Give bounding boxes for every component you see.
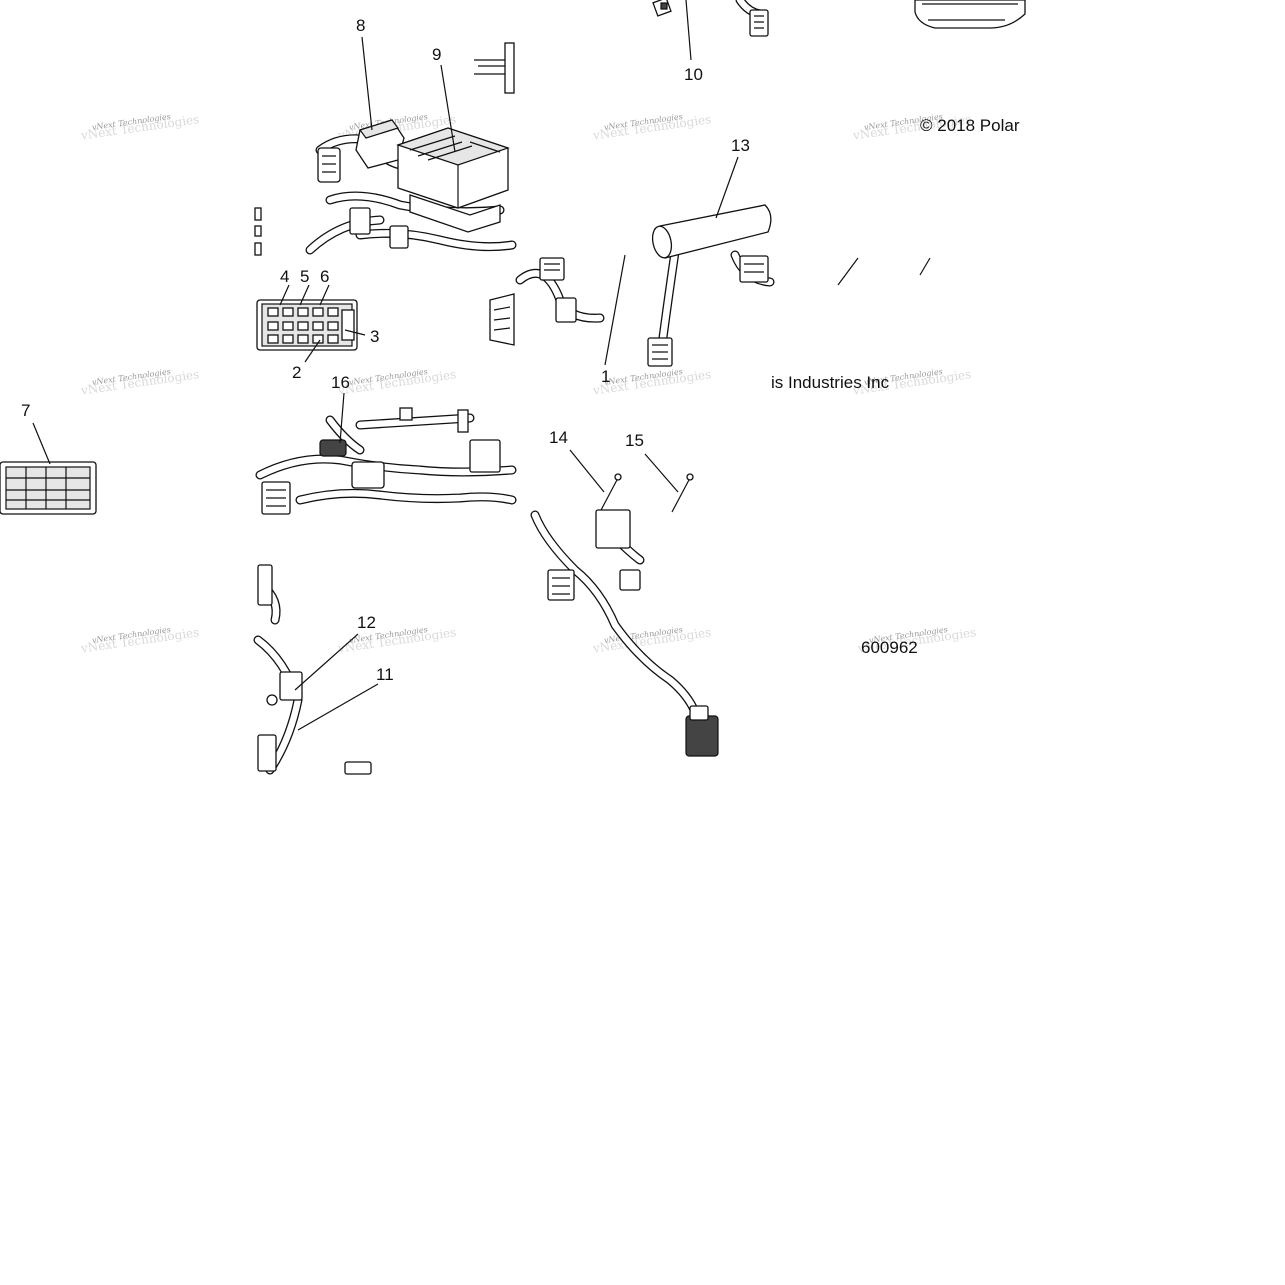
callout-10: 10	[684, 65, 703, 84]
callout-4: 4	[280, 267, 289, 286]
callout-9: 9	[432, 45, 441, 64]
connector-block-7	[0, 461, 97, 515]
callout-14: 14	[549, 428, 568, 447]
tail-light-housing	[914, 0, 1026, 29]
callout-16: 16	[331, 373, 350, 392]
figure-number: 600962	[861, 638, 918, 657]
callout-2: 2	[292, 363, 301, 382]
relay-box-assembly	[254, 42, 517, 256]
callout-12: 12	[357, 613, 376, 632]
fuse-box	[256, 299, 358, 351]
callout-6: 6	[320, 267, 329, 286]
callouts: 1 2 3 4 5 6 7 8 9 10 11 12 13 14 15 16	[21, 16, 750, 684]
callout-11: 11	[376, 665, 394, 684]
copyright-bottom: is Industries Inc	[771, 373, 890, 392]
callout-15: 15	[625, 431, 644, 450]
lower-harness	[530, 473, 719, 757]
callout-13: 13	[731, 136, 750, 155]
main-harness	[515, 204, 931, 367]
callout-1: 1	[601, 367, 610, 386]
callout-3: 3	[370, 327, 379, 346]
connector-cluster-top	[652, 0, 769, 37]
leader-lines	[32, 0, 739, 731]
harness-11-12	[253, 564, 372, 775]
copyright-top: © 2018 Polar	[920, 116, 1020, 135]
callout-5: 5	[300, 267, 309, 286]
callout-8: 8	[356, 16, 365, 35]
connector-side	[489, 293, 515, 346]
callout-7: 7	[21, 401, 30, 420]
harness-16	[255, 407, 517, 515]
